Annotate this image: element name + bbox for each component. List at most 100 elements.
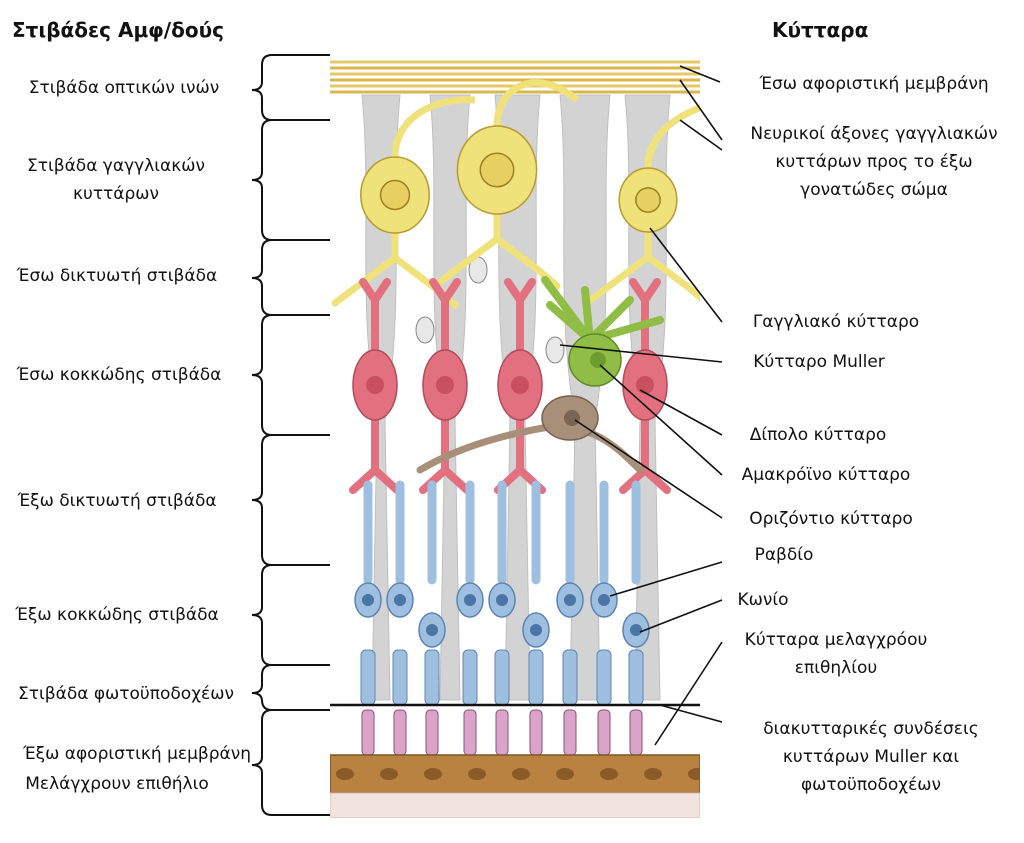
photoreceptor-inner-segment [392,649,408,706]
layer-bracket [251,709,330,816]
layer-bracket [251,239,330,316]
photoreceptor-nucleus [496,594,508,606]
bipolar-process [494,278,546,494]
photoreceptor-outer-segment [393,709,407,756]
photoreceptor-nucleus [426,624,438,636]
ganglion-axon [493,79,580,127]
layer-bracket [251,564,330,666]
ganglion-dendrite [331,229,459,309]
photoreceptor-inner-segment [494,649,510,706]
ganglion-axon [391,96,476,158]
cell-label-bipolar-cell: Δίπολο κύτταρο [749,425,887,445]
photoreceptor-outer-segment [495,709,509,756]
pigment-nucleus [688,768,700,780]
leader-line [639,389,723,436]
photoreceptor-inner-segment [424,649,440,706]
leader-line [574,419,723,519]
layer-bracket [251,434,330,566]
cell-label-horizontal-cell: Οριζόντιο κύτταρο [749,509,913,529]
amacrine-nucleus [590,352,606,368]
pigment-epithelium-group [330,754,700,818]
bipolar-process [349,278,401,494]
choroid-band [330,792,700,818]
photoreceptor-outer-segment [361,709,375,756]
photoreceptor-inner-segment [596,649,612,706]
leader-line [659,704,723,723]
bipolar-process [419,278,471,494]
layer-label-ganglion-cell: Στιβάδα γαγγλιακών κυττάρων [27,156,205,204]
layer-label-outer-limiting-membrane: Έξω αφοριστική μεμβράνη [22,744,252,764]
layer-label-outer-plexiform: Έξω δικτυωτή στιβάδα [17,491,217,511]
ganglion-dendrite [433,210,561,290]
cells-header: Κύτταρα [772,18,869,42]
ganglion-nucleus [479,152,515,188]
leader-line [609,561,723,597]
cell-label-muller-cell: Κύτταρο Muller [753,352,885,372]
leader-line [654,641,723,746]
pigment-nucleus [556,768,574,780]
cell-label-ganglion-cell: Γαγγλιακό κύτταρο [752,312,920,332]
muller-nucleus [415,316,435,344]
ganglion-nucleus [379,179,411,211]
bipolar-nucleus [366,376,384,394]
cell-label-pigment-cells: Κύτταρα μελαγχρόου επιθηλίου [744,630,928,678]
photoreceptor-outer-segment [629,709,643,756]
pigment-nucleus [336,768,354,780]
layer-label-inner-nuclear: Έσω κοκκώδης στιβάδα [16,365,222,385]
pigment-nucleus [512,768,530,780]
pigment-nucleus [424,768,442,780]
amacrine-process [541,276,664,344]
layer-label-pigment-epithelium: Μελάγχρουν επιθήλιο [25,774,209,794]
photoreceptor-nucleus [630,624,642,636]
pigment-nucleus [380,768,398,780]
leader-line [679,119,723,151]
photoreceptor-outer-segment [529,709,543,756]
photoreceptor-inner-segment [628,649,644,706]
cell-label-rod: Ραβδίο [754,545,814,565]
photoreceptor-nucleus [464,594,476,606]
leader-line [639,599,723,633]
layer-bracket [251,664,330,711]
photoreceptor-inner-segment [528,649,544,706]
ganglion-axon [644,104,700,169]
photoreceptor-inner-segment [562,649,578,706]
layers-header: Στιβάδες Αμφ/δούς [12,18,224,42]
cell-label-inner-limiting-membrane: Έσω αφοριστική μεμβράνη [759,74,989,94]
cell-label-ganglion-axons: Νευρικοί άξονες γαγγλιακών κυττάρων προς… [750,124,998,200]
layer-bracket [251,119,330,241]
leader-line [649,227,723,323]
photoreceptor-outer-segment [597,709,611,756]
cell-label-cone: Κωνίο [737,590,789,610]
cell-label-amacrine-cell: Αμακρόϊνο κύτταρο [741,465,911,485]
pigment-nucleus [468,768,486,780]
photoreceptor-nucleus [394,594,406,606]
photoreceptor-outer-segment [563,709,577,756]
bipolar-nucleus [636,376,654,394]
horizontal-nucleus [564,410,580,426]
leader-line [559,344,723,363]
layer-label-inner-plexiform: Έσω δικτυωτή στιβάδα [16,266,218,286]
bipolar-nucleus [436,376,454,394]
photoreceptor-outer-segment [463,709,477,756]
cell-label-intercellular-junctions: διακυτταρικές συνδέσεις κυττάρων Muller … [763,719,979,795]
leader-line [599,364,723,476]
photoreceptor-inner-segment [360,649,376,706]
muller-nucleus [545,336,565,364]
layer-label-outer-nuclear: Έξω κοκκώδης στιβάδα [15,605,219,625]
layer-bracket [251,54,330,121]
photoreceptor-group [354,480,650,756]
leader-line [679,65,721,83]
pigment-nucleus [644,768,662,780]
photoreceptor-nucleus [564,594,576,606]
pigment-nucleus [600,768,618,780]
bipolar-nucleus [511,376,529,394]
ganglion-group [331,79,700,309]
layer-bracket [251,314,330,436]
layer-label-photoreceptor: Στιβάδα φωτοϋποδοχέων [18,684,234,704]
ganglion-nucleus [635,187,661,213]
photoreceptor-nucleus [530,624,542,636]
layer-label-optic-nerve-fiber: Στιβάδα οπτικών ινών [28,78,220,98]
photoreceptor-inner-segment [462,649,478,706]
